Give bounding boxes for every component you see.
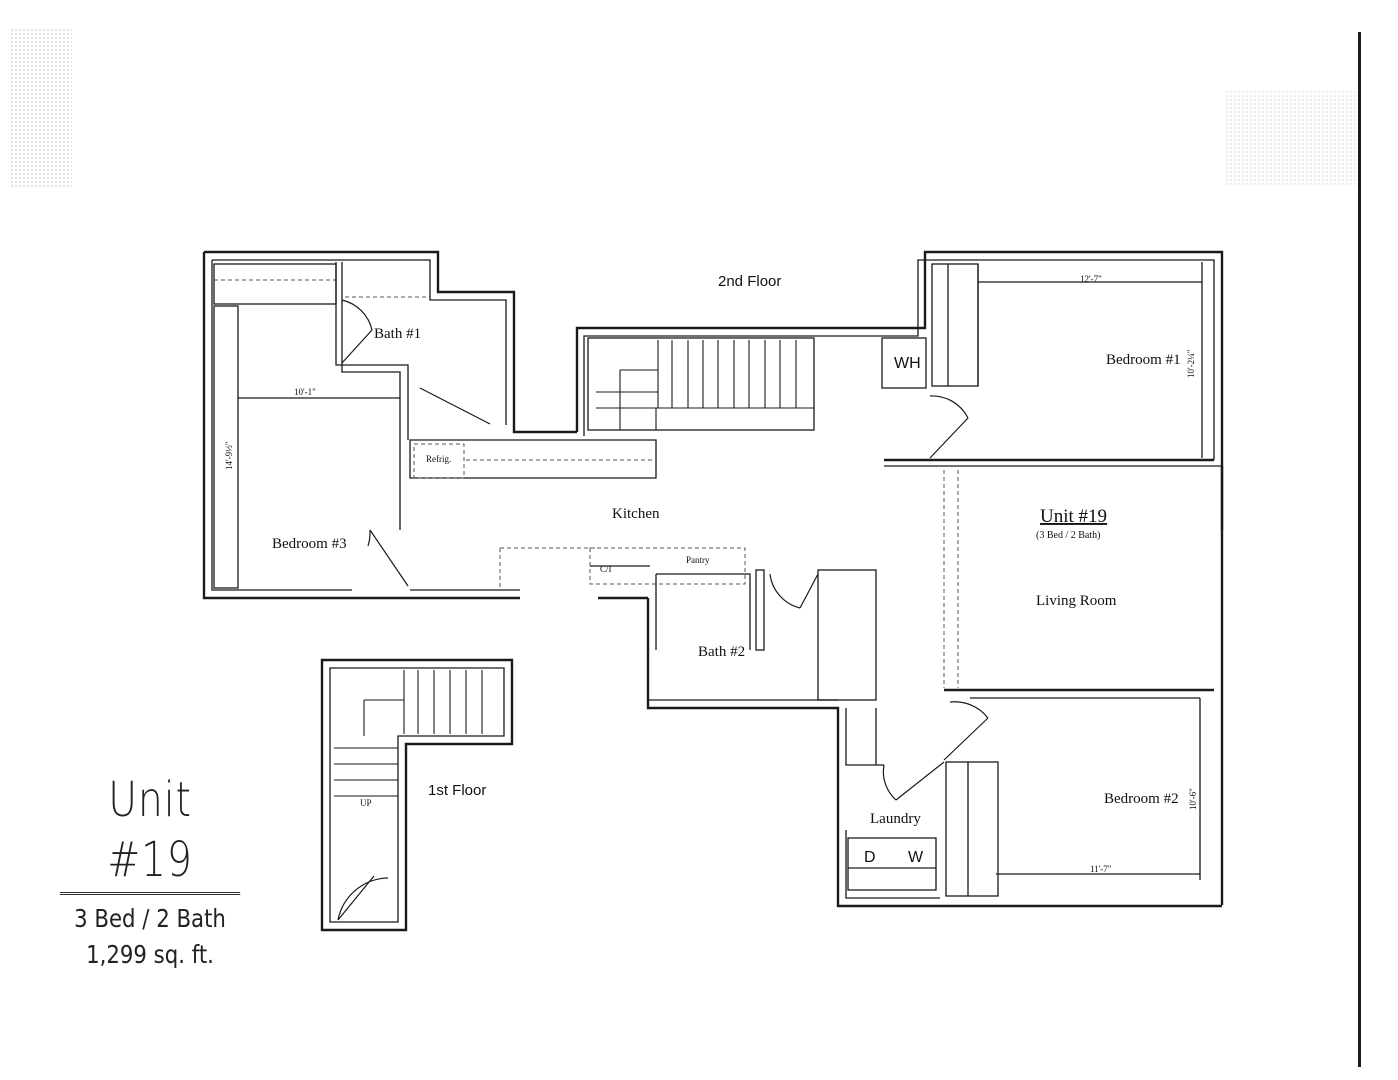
pantry-label: Pantry: [686, 555, 710, 565]
bedroom-2-depth-dimension: 10'-6": [1188, 788, 1198, 810]
bedroom-3-width-dimension: 10'-1": [294, 387, 316, 397]
second-floor-label: 2nd Floor: [718, 273, 781, 290]
lower-stair-treads: [334, 670, 483, 797]
first-floor-label: 1st Floor: [428, 782, 486, 799]
unit-beds-baths: 3 Bed / 2 Bath: [74, 904, 226, 933]
bedroom-1-label: Bedroom #1: [1106, 352, 1181, 368]
page-edge-line: [1358, 32, 1361, 1067]
bath-1-label: Bath #1: [374, 326, 421, 342]
bedroom-2-label: Bedroom #2: [1104, 791, 1179, 807]
right-wing-walls: [881, 262, 1224, 897]
washer-label: W: [908, 849, 924, 866]
unit-tag-beds-baths: (3 Bed / 2 Bath): [1036, 530, 1100, 541]
dryer-label: D: [864, 849, 876, 866]
left-wing-walls: [202, 250, 577, 600]
bedroom-1-depth-dimension: 10'-2¼": [1186, 349, 1196, 378]
scan-speckle: [10, 28, 72, 188]
center-walls: [409, 250, 1224, 905]
refrigerator-label: Refrig.: [426, 454, 451, 464]
unit-title: Unit #19: [59, 770, 241, 895]
water-heater-label: WH: [894, 355, 921, 372]
kitchen-label: Kitchen: [612, 506, 660, 522]
closet-label: C/I: [600, 564, 612, 574]
first-floor-walls: [320, 658, 514, 932]
bath-2-label: Bath #2: [698, 644, 745, 660]
bedroom-3-depth-dimension: 14'-9½": [224, 441, 234, 470]
bedroom-3-label: Bedroom #3: [272, 536, 347, 552]
unit-tag-name: Unit #19: [1040, 506, 1107, 527]
unit-square-feet: 1,299 sq. ft.: [86, 940, 214, 969]
laundry-label: Laundry: [870, 811, 921, 827]
bath2-laundry-walls: [646, 569, 1222, 908]
scan-speckle: [1225, 90, 1360, 185]
bedroom-2-width-dimension: 11'-7": [1090, 864, 1112, 874]
unit-summary: Unit #19 3 Bed / 2 Bath 1,299 sq. ft.: [40, 770, 260, 973]
stairs-up-label: UP: [360, 798, 372, 808]
bedroom-1-width-dimension: 12'-7": [1080, 274, 1102, 284]
upper-stair-treads: [596, 340, 814, 430]
living-room-label: Living Room: [1036, 593, 1117, 609]
